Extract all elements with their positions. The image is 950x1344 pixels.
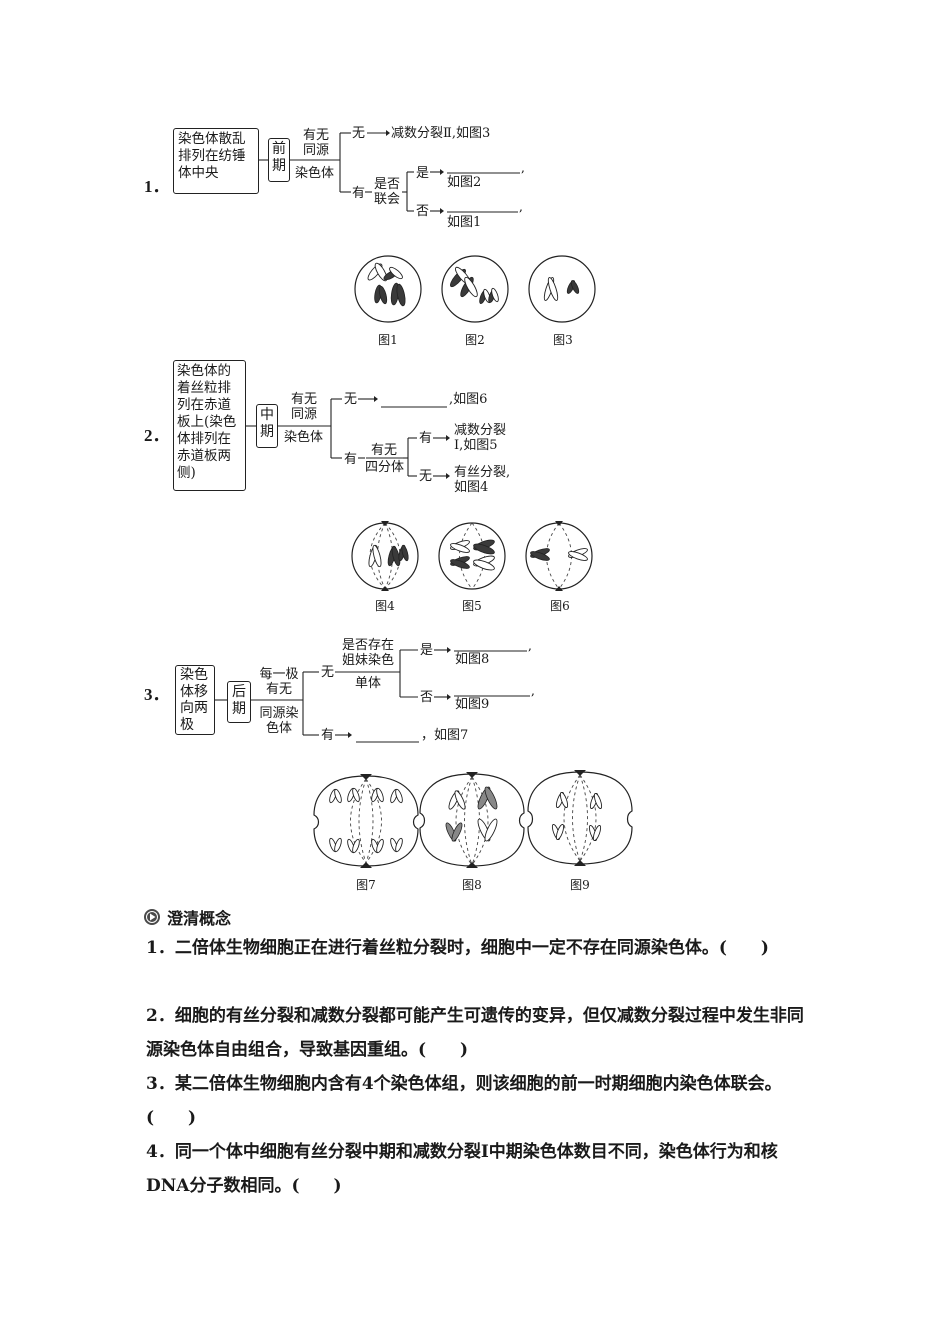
section-2-no2-label: 无 [419, 469, 433, 484]
section-3-question: 每一极 有无 [259, 667, 299, 697]
section-2-no-ref: ,如图6 [449, 392, 488, 407]
svg-text:,: , [528, 639, 532, 653]
clarify-item-4: 4．同一个体中细胞有丝分裂中期和减数分裂Ⅰ中期染色体数目不同，染色体行为和核DN… [146, 1142, 778, 1196]
figure-2-caption: 图2 [465, 333, 485, 347]
figure-4-cell [351, 521, 419, 591]
section-2-yes2-label: 有 [419, 431, 433, 446]
figure-9-caption: 图9 [570, 878, 590, 892]
figure-8-cell [419, 772, 525, 868]
section-3-yes2-ref: 如图8 [455, 652, 490, 667]
section-2-condition-box: 染色体的 着丝粒排 列在赤道 板上(染色 体排列在 赤道板两 侧) [173, 360, 246, 491]
section-2-question: 有无 同源 [290, 392, 317, 422]
figure-6-cell [525, 521, 593, 591]
section-1-yes2-ref: 如图2 [447, 175, 482, 190]
section-1-no2-ref: 如图1 [447, 215, 482, 230]
section-1-question: 有无 同源 [302, 128, 329, 158]
figure-2-cell [441, 255, 509, 323]
clarify-item-3: 3．某二倍体生物细胞内含有4个染色体组，则该细胞的前一时期细胞内染色体联会。( … [146, 1074, 782, 1128]
figure-6-caption: 图6 [550, 599, 570, 613]
section-2-no-label: 无 [344, 392, 358, 407]
section-3-yes2-label: 是 [420, 643, 434, 658]
section-2-question-under: 染色体 [284, 430, 324, 445]
section-2-no2-result: 有丝分裂, 如图4 [454, 465, 511, 495]
section-2-yes-label: 有 [344, 452, 358, 467]
section-2-phase-box: 中 期 [256, 404, 278, 448]
section-1-no2-label: 否 [416, 204, 430, 219]
figure-3-cell [528, 255, 596, 323]
play-badge-icon [144, 909, 160, 925]
svg-text:,: , [531, 684, 535, 698]
section-3-condition-box: 染色 体移 向两 极 [175, 665, 215, 735]
figure-1-cell [354, 255, 422, 323]
figure-5-cell [438, 522, 506, 590]
svg-text:,: , [519, 200, 523, 214]
figure-4-caption: 图4 [375, 599, 395, 613]
clarify-heading: 澄清概念 [143, 905, 231, 929]
section-1-sub-question: 是否 联会 [373, 177, 400, 207]
section-3-phase-box: 后 期 [227, 681, 251, 723]
section-1-phase-box: 前 期 [268, 138, 290, 182]
section-3-sub-question: 是否存在 姐妹染色 [342, 638, 395, 668]
section-3-no2-label: 否 [420, 690, 434, 705]
section-1-question-under: 染色体 [295, 166, 335, 181]
section-2-number: 2． [144, 426, 170, 445]
svg-text:,: , [521, 161, 525, 175]
clarify-item-1: 1．二倍体生物细胞正在进行着丝粒分裂时，细胞中一定不存在同源染色体。( ) [146, 938, 769, 958]
figure-5-caption: 图5 [462, 599, 482, 613]
section-2-sub-question: 有无 [371, 443, 398, 458]
figure-7-caption: 图7 [356, 878, 376, 892]
section-3-question-under: 同源染 色体 [259, 706, 299, 736]
section-3-number: 3． [144, 685, 170, 704]
section-1-yes-label: 有 [352, 186, 366, 201]
clarify-item-2: 2．细胞的有丝分裂和减数分裂都可能产生可遗传的变异，但仅减数分裂过程中发生非同源… [146, 1006, 804, 1060]
section-3-no-label: 无 [321, 665, 335, 680]
section-1-condition-box: 染色体散乱 排列在纺锤 体中央 [173, 128, 259, 194]
section-1-no-label: 无 [352, 126, 366, 141]
section-3-sub-question-under: 单体 [355, 676, 382, 691]
figure-1-caption: 图1 [378, 333, 398, 347]
clarify-title: 澄清概念 [167, 909, 232, 928]
section-1-number: 1． [144, 177, 170, 196]
figure-8-caption: 图8 [462, 878, 482, 892]
figure-3-caption: 图3 [553, 333, 573, 347]
section-3-yes-label: 有 [321, 728, 335, 743]
section-3-yes-ref: ，如图7 [421, 728, 469, 743]
figure-9-cell [527, 770, 633, 866]
section-3-no2-ref: 如图9 [455, 697, 490, 712]
section-1-no-result: 减数分裂Ⅱ,如图3 [391, 126, 491, 141]
figure-7-cell [313, 774, 419, 868]
section-2-sub-question-under: 四分体 [365, 460, 405, 475]
section-1-yes2-label: 是 [416, 166, 430, 181]
section-2-yes2-result: 减数分裂 Ⅰ,如图5 [454, 423, 507, 453]
